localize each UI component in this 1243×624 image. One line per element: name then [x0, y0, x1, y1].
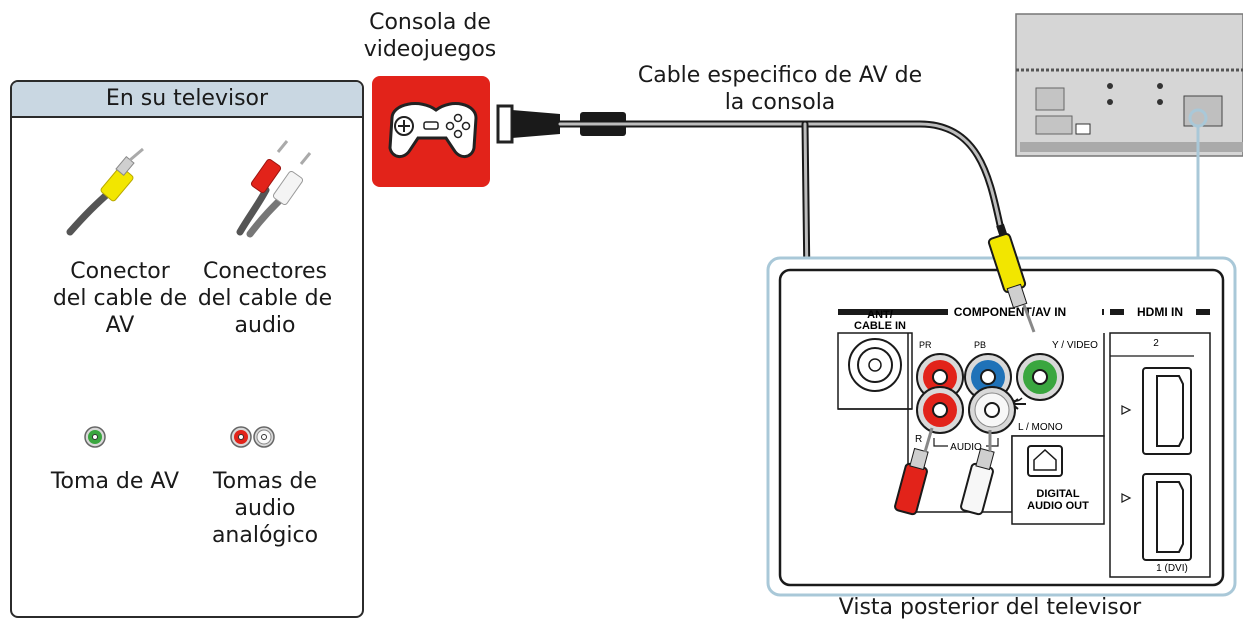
white-audio-plug — [960, 430, 995, 516]
tv-rear-panel: ANT/ CABLE IN COMPONENT/AV IN HDMI IN PR… — [766, 256, 1237, 597]
hdmi-1-dvi-label: 1 (DVI) — [1156, 563, 1188, 574]
analog-audio-jacks-icon — [230, 426, 275, 448]
hdmi-2-label: 2 — [1153, 338, 1159, 349]
r-label: R — [915, 434, 922, 445]
y-video-label: Y / VIDEO — [1052, 340, 1098, 351]
component-av-in-label: COMPONENT/AV IN — [954, 305, 1066, 319]
legend-label-av-jack: Toma de AV — [50, 469, 180, 494]
pr-jack — [916, 353, 964, 401]
red-audio-plug — [894, 427, 934, 516]
legend-title: En su televisor — [12, 82, 362, 118]
audio-r-jack — [916, 386, 964, 434]
console-av-connector — [496, 104, 626, 144]
ant-label-line1: ANT/ — [867, 309, 893, 321]
hdmi-port-1 — [1121, 473, 1192, 561]
ant-label-line2: CABLE IN — [854, 320, 906, 332]
yellow-video-plug — [987, 223, 1036, 333]
gamepad-icon — [372, 76, 490, 187]
hdmi-port-2 — [1121, 367, 1192, 455]
hdmi-in-label: HDMI IN — [1137, 305, 1183, 319]
av-jack-icon — [84, 426, 106, 448]
l-mono-label: L / MONO — [1018, 422, 1063, 433]
digital-label-line2: AUDIO OUT — [1027, 500, 1089, 512]
legend-panel: En su televisor — [10, 80, 364, 618]
audio-label: AUDIO — [950, 442, 982, 453]
y-video-jack — [1016, 353, 1064, 401]
yellow-rca-plug-icon — [66, 147, 144, 236]
pr-label: PR — [919, 340, 932, 350]
red-white-rca-plugs-icon — [236, 140, 312, 238]
digital-label-line1: DIGITAL — [1036, 488, 1079, 500]
pb-label: PB — [974, 340, 986, 350]
tv-rear-view-label: Vista posterior del televisor — [838, 595, 1142, 620]
tv-rear-thumbnail — [1015, 13, 1243, 258]
audio-l-mono-jack — [968, 386, 1016, 434]
digital-audio-out-port — [1011, 435, 1105, 525]
